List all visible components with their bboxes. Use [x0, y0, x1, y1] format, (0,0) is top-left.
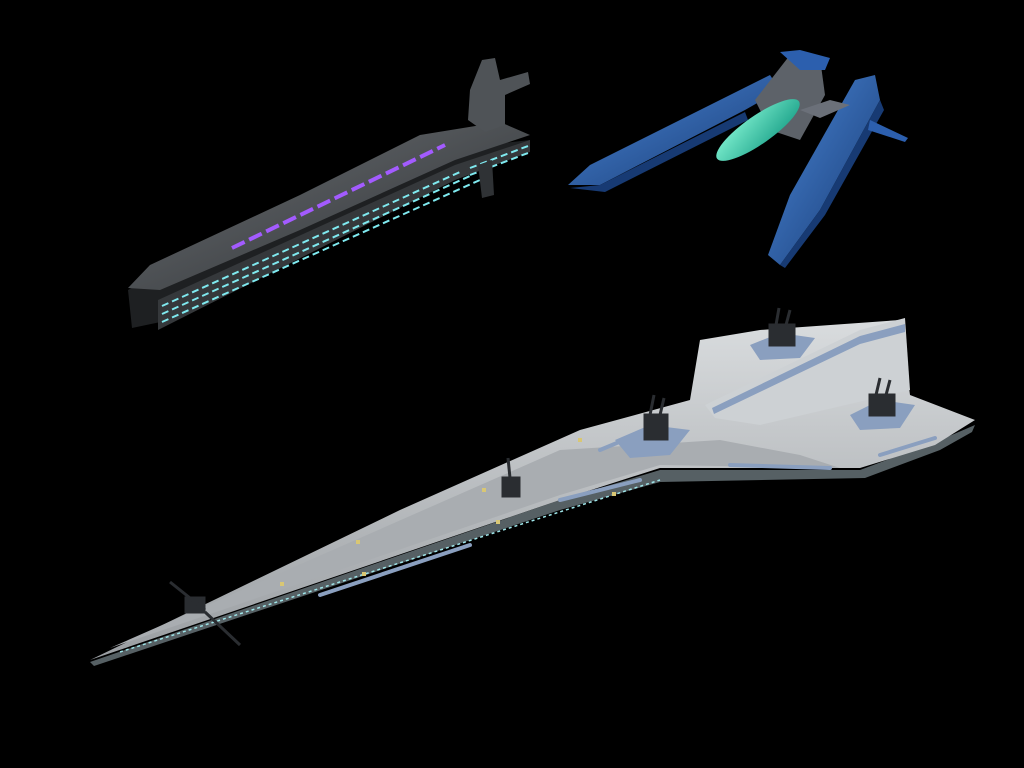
capital-glow-line	[119, 479, 661, 653]
capital-pad-front	[615, 425, 690, 458]
capital-superstructure-stripe	[712, 324, 905, 414]
capital-turrets	[169, 307, 896, 647]
capital-ship	[90, 307, 975, 666]
fighter-canopy	[716, 99, 800, 161]
fighter-strut	[800, 100, 850, 118]
turret-bow	[184, 596, 206, 614]
fighter-small-fin	[868, 120, 908, 142]
turret-front	[643, 413, 669, 441]
fighter-right-wing	[768, 75, 880, 265]
capital-spine	[110, 440, 840, 648]
carrier-tower	[468, 58, 530, 132]
turret-mid	[501, 476, 521, 498]
fighter-rear-wing	[780, 50, 830, 70]
carrier-hull-deck	[128, 122, 530, 290]
fighter-ship	[568, 50, 908, 268]
capital-deck-lights	[280, 438, 616, 586]
fighter-left-wing	[568, 75, 780, 185]
fighter-left-wing-edge	[570, 112, 748, 192]
turret-top	[768, 323, 796, 347]
carrier-fin	[478, 160, 494, 198]
carrier-purple-windows	[231, 143, 446, 250]
capital-superstructure	[705, 318, 910, 425]
carrier-ship	[128, 58, 530, 330]
turret-right	[868, 393, 896, 417]
carrier-cyan-windows	[161, 145, 529, 323]
fighter-right-wing-edge	[780, 100, 884, 268]
carrier-window-panel	[158, 140, 530, 330]
